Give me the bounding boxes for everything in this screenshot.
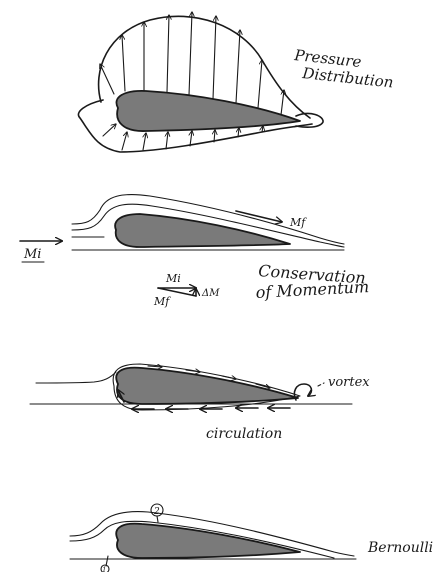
airfoil-shape	[116, 524, 300, 558]
upstream-flow-line	[36, 372, 116, 383]
circulation-arrow	[222, 376, 236, 379]
suction-arrow	[258, 60, 262, 108]
circulation-label: circulation	[206, 426, 282, 442]
pressure-label-line2: Distribution	[301, 64, 395, 92]
point-1-label: 1	[102, 566, 106, 572]
pressure-arrow	[166, 132, 168, 149]
momentum-panel: Mi Mf Mi Mf ΔM Conservation of Momentum	[20, 195, 370, 308]
vector-mi-label: Mi	[165, 272, 181, 285]
suction-arrow	[167, 15, 169, 92]
mi-flow-label: Mi	[23, 247, 41, 262]
vortex-label: vortex	[328, 375, 370, 390]
suction-arrow	[122, 35, 125, 91]
pressure-arrow	[190, 131, 192, 146]
pressure-distribution-panel: Pressure Distribution	[78, 12, 394, 152]
suction-arrow	[213, 16, 216, 99]
point-1-leader	[106, 556, 108, 566]
suction-arrow	[281, 90, 284, 115]
momentum-vector-triangle: Mi Mf ΔM	[153, 272, 220, 308]
suction-arrow	[236, 30, 240, 103]
bernoulli-label: Bernoulli	[367, 540, 433, 556]
suction-arrow	[189, 12, 192, 95]
pressure-arrow	[122, 132, 127, 150]
mf-flow-label: Mf	[289, 216, 307, 229]
suction-arrow	[100, 64, 114, 94]
vector-dm-label: ΔM	[201, 288, 220, 299]
circulation-panel: vortex circulation	[30, 364, 370, 442]
vector-mf-label: Mf	[153, 295, 171, 308]
airfoil-shape	[115, 214, 290, 247]
pressure-arrow	[143, 133, 146, 150]
bernoulli-panel: 2 1 Bernoulli	[70, 504, 433, 572]
airfoil-shape	[116, 91, 300, 131]
pressure-arrow	[103, 124, 116, 136]
vortex-leader	[318, 383, 324, 386]
point-2-label: 2	[153, 507, 160, 517]
